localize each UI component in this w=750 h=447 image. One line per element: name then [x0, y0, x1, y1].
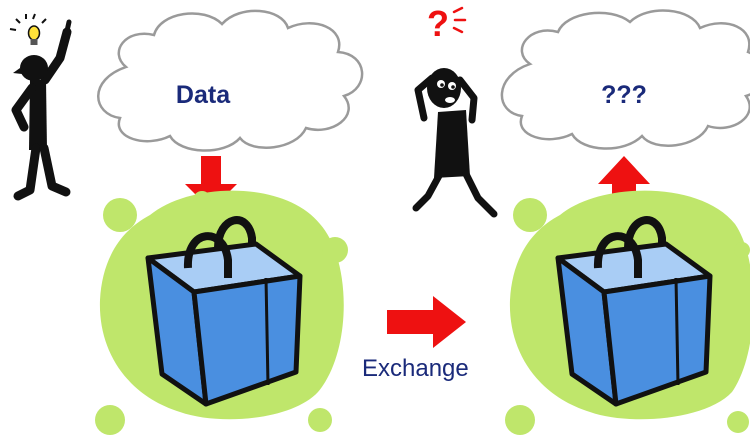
question-mark-icon: ? — [427, 3, 449, 44]
up-arrow-icon — [598, 156, 650, 212]
right-bag-group — [505, 190, 750, 435]
exchange-label: Exchange — [362, 355, 469, 382]
shopping-bag-icon — [145, 216, 303, 407]
shopping-bag-icon — [555, 216, 713, 407]
lightbulb-icon — [9, 13, 47, 45]
exchange-arrow-icon — [387, 296, 466, 348]
data-cloud-label: Data — [176, 81, 231, 109]
data-cloud: Data — [97, 9, 364, 152]
unknown-cloud-label: ??? — [601, 81, 647, 109]
idea-person-figure — [9, 13, 72, 201]
exclamation-marks-icon — [452, 6, 467, 34]
confused-person-figure: ? — [412, 3, 498, 218]
unknown-cloud: ??? — [500, 9, 750, 150]
left-bag-group — [95, 190, 348, 435]
